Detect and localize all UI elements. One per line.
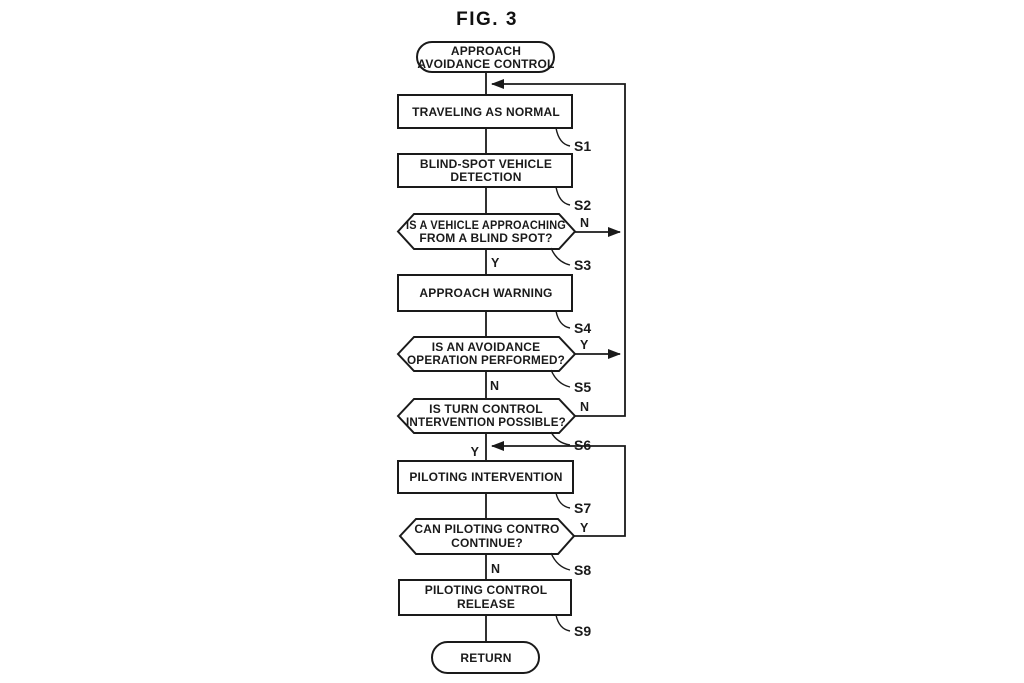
figure-title: FIG. 3 <box>456 9 518 30</box>
leader-s9 <box>555 614 571 632</box>
decision-hex-s3 <box>396 213 577 250</box>
branch-label-s3-no: N <box>580 216 589 230</box>
step-label-s8: S8 <box>574 562 591 578</box>
branch-label-s5-yes: Y <box>580 338 589 352</box>
decision-s5-line2: OPERATION PERFORMED? <box>407 353 565 367</box>
branch-label-s8-no: N <box>491 562 500 576</box>
end-terminal-text: RETURN <box>460 651 511 665</box>
loop-s8-yes-to-s7 <box>491 441 626 537</box>
step-label-s5: S5 <box>574 379 591 395</box>
decision-s6-line2: INTERVENTION POSSIBLE? <box>406 415 566 429</box>
start-terminal-line1: APPROACH <box>451 44 521 58</box>
step-label-s6: S6 <box>574 437 591 453</box>
step-label-s9: S9 <box>574 623 591 639</box>
process-box-s9 <box>398 579 572 616</box>
decision-s3-line1: IS A VEHICLE APPROACHING <box>406 218 566 232</box>
leader-s7 <box>555 492 571 509</box>
process-s2-line2: DETECTION <box>450 170 521 184</box>
process-box-s2 <box>397 153 573 188</box>
decision-hex-s5 <box>396 336 577 372</box>
step-label-s7: S7 <box>574 500 591 516</box>
leader-s2 <box>555 186 571 206</box>
process-box-s1 <box>397 94 573 129</box>
leader-s4 <box>555 310 571 329</box>
process-s9-line1: PILOTING CONTROL <box>425 583 548 597</box>
step-label-s4: S4 <box>574 320 591 336</box>
start-terminal-line2: AVOIDANCE CONTROL <box>417 57 554 71</box>
process-s2-line1: BLIND-SPOT VEHICLE <box>420 157 552 171</box>
decision-s8-line1: CAN PILOTING CONTRO <box>414 522 559 536</box>
process-box-s4 <box>397 274 573 312</box>
branch-label-s3-yes: Y <box>491 256 500 270</box>
leader-s3 <box>550 247 571 266</box>
decision-hex-s6 <box>396 398 577 434</box>
step-label-s1: S1 <box>574 138 591 154</box>
branch-label-s6-no: N <box>580 400 589 414</box>
start-terminal <box>416 41 555 73</box>
branch-label-s6-yes: Y <box>471 445 480 459</box>
decision-s5-line1: IS AN AVOIDANCE <box>432 340 541 354</box>
loop-s6-no-to-top <box>491 79 626 417</box>
step-label-s3: S3 <box>574 257 591 273</box>
process-s1-text: TRAVELING AS NORMAL <box>412 105 560 119</box>
decision-hex-s8 <box>398 518 576 555</box>
branch-label-s5-no: N <box>490 379 499 393</box>
leader-s5 <box>550 369 571 388</box>
process-s9-line2: RELEASE <box>457 597 515 611</box>
process-s4-text: APPROACH WARNING <box>419 286 552 300</box>
leader-s1 <box>555 127 571 147</box>
branch-label-s8-yes: Y <box>580 521 589 535</box>
decision-s8-line2: CONTINUE? <box>451 536 523 550</box>
process-box-s7 <box>397 460 574 494</box>
process-s7-text: PILOTING INTERVENTION <box>409 470 562 484</box>
leader-s6 <box>550 431 571 446</box>
leader-s8 <box>550 552 571 571</box>
step-label-s2: S2 <box>574 197 591 213</box>
decision-s6-line1: IS TURN CONTROL <box>429 402 543 416</box>
decision-s3-line2: FROM A BLIND SPOT? <box>419 231 552 245</box>
end-terminal <box>431 641 540 674</box>
